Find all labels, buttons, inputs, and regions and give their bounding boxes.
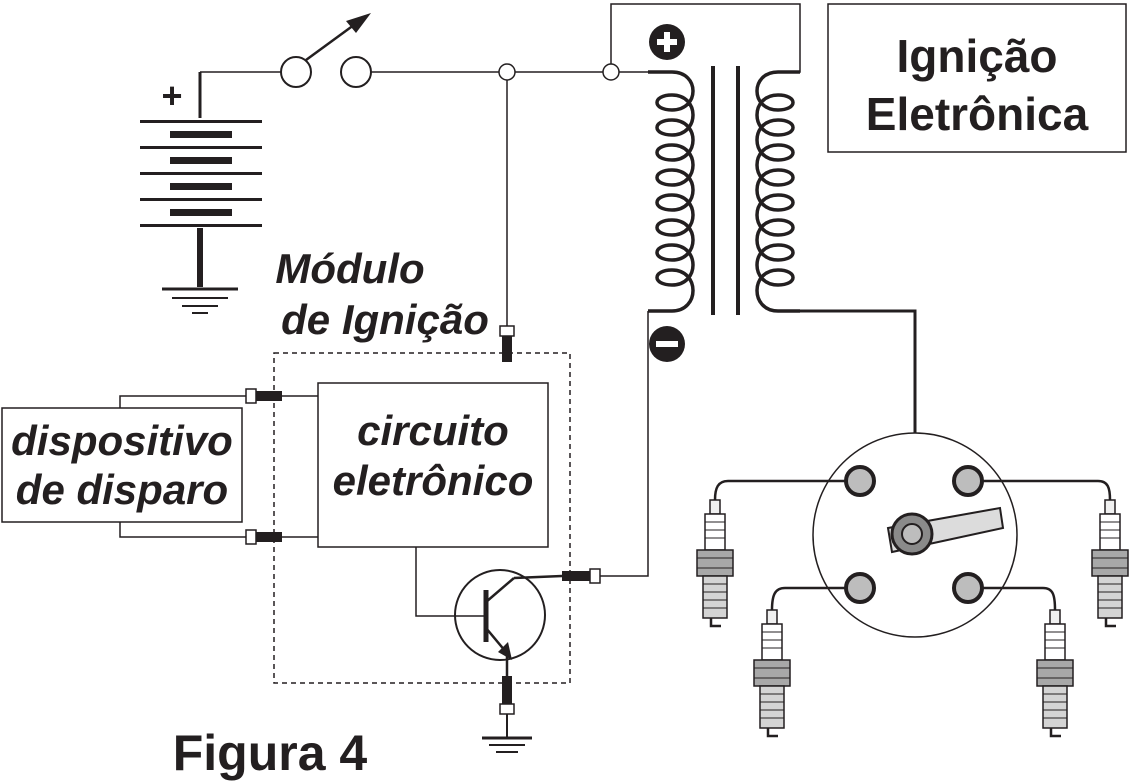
junction-node	[498, 63, 516, 81]
spark-plug-1	[695, 498, 735, 628]
junction-node	[602, 63, 620, 81]
trigger-device-box	[1, 407, 243, 523]
coil-minus-terminal	[649, 326, 685, 362]
module-coil-connector	[562, 568, 601, 584]
distributor-terminal	[952, 572, 984, 604]
module-trigger-connector-top	[245, 388, 282, 404]
title-box: Ignição Eletrônica	[827, 3, 1127, 153]
battery: +	[140, 71, 282, 287]
distributor-terminal	[844, 465, 876, 497]
coil-plus-terminal	[649, 24, 685, 60]
spark-plug-2	[752, 608, 792, 738]
module-ground-icon	[482, 736, 532, 753]
distributor-terminal	[952, 465, 984, 497]
battery-ground-icon	[162, 287, 238, 314]
electronic-circuit-block	[317, 382, 549, 548]
battery-plus-sign: +	[161, 75, 182, 116]
module-top-connector	[499, 325, 515, 362]
coil-negative-wire	[598, 311, 649, 577]
module-label-line-2: de Ignição	[281, 296, 489, 343]
ignition-module-box	[273, 352, 571, 684]
title-line-1: Ignição	[896, 30, 1057, 82]
ignition-coil	[610, 3, 801, 315]
figure-label: Figura 4	[173, 725, 368, 781]
circuit-label-line-1: circuito	[357, 407, 509, 454]
module-trigger-connector-bottom	[245, 529, 282, 545]
module-ground-connector	[499, 676, 515, 715]
module-label-line-1: Módulo	[275, 245, 424, 292]
circuit-label-line-2: eletrônico	[333, 457, 534, 504]
spark-plug-4	[1035, 608, 1075, 738]
title-line-2: Eletrônica	[866, 88, 1089, 140]
ignition-switch	[280, 13, 372, 88]
transistor-icon	[415, 547, 563, 676]
trigger-label-line-1: dispositivo	[11, 417, 233, 464]
distributor-rotor	[886, 506, 1005, 556]
trigger-label-line-2: de disparo	[16, 466, 228, 513]
spark-plug-3	[1090, 498, 1130, 628]
distributor-terminal	[844, 572, 876, 604]
